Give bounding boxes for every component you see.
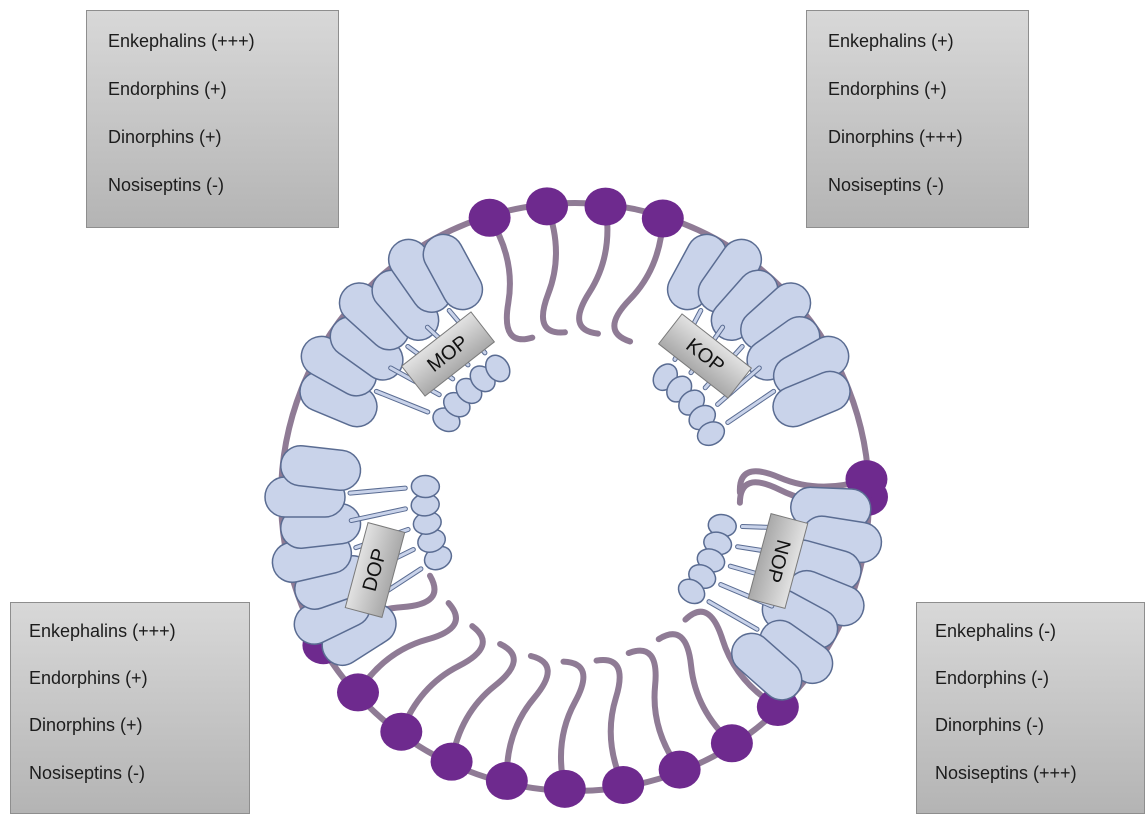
lipid-head bbox=[469, 199, 511, 237]
lipid-tail bbox=[614, 219, 662, 342]
lipid-head bbox=[711, 724, 753, 762]
lipid-tail bbox=[507, 656, 548, 781]
lipid-head bbox=[431, 743, 473, 781]
lipid-tail bbox=[629, 651, 680, 770]
lipid-tail bbox=[561, 662, 583, 789]
lipid-head bbox=[659, 751, 701, 789]
lipid-head bbox=[602, 766, 644, 804]
receptor-stalk bbox=[376, 391, 427, 412]
lipid-head bbox=[585, 188, 627, 226]
lipid-head bbox=[486, 762, 528, 800]
lipid-head bbox=[544, 770, 586, 808]
receptor-disc bbox=[411, 475, 439, 497]
receptor-stalk bbox=[728, 391, 774, 422]
receptor-layer bbox=[265, 227, 884, 708]
lipid-head bbox=[526, 187, 568, 225]
lipid-head bbox=[642, 200, 684, 238]
receptor-stalk bbox=[351, 509, 405, 521]
lipid-tail bbox=[659, 634, 732, 743]
lipid-tail bbox=[597, 660, 624, 785]
lipid-tail bbox=[490, 218, 533, 340]
lipid-head bbox=[380, 713, 422, 751]
lipid-head bbox=[337, 673, 379, 711]
lipid-tail bbox=[579, 207, 607, 334]
